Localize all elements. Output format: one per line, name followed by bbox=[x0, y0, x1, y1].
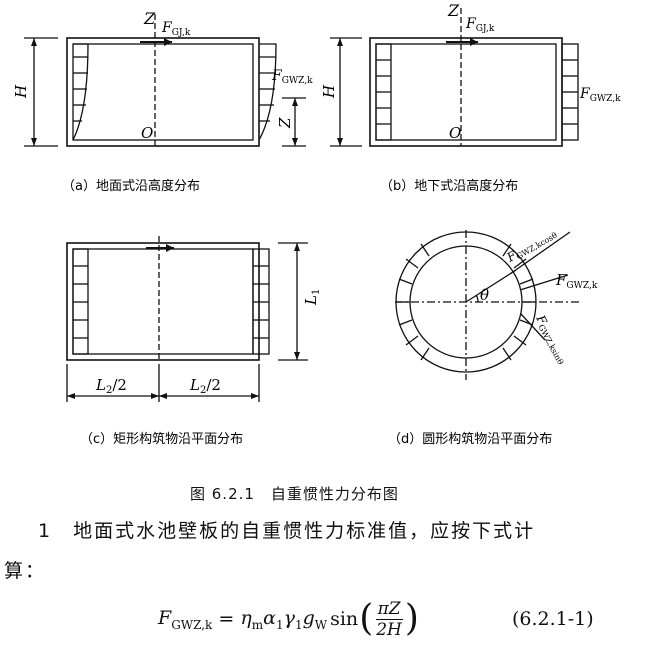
b-f-side-sub: GWZ,k bbox=[590, 94, 621, 104]
c-l2-left-label: L2/2 bbox=[95, 376, 127, 396]
c-l2-right-sub: 2 bbox=[200, 385, 206, 396]
a-f-side-letter: F bbox=[271, 68, 283, 84]
formula-numerator: πZ bbox=[375, 598, 403, 620]
formula-eta: ηm bbox=[240, 606, 264, 632]
c-l2-left-letter: L bbox=[95, 376, 106, 394]
paragraph-line-2: 算： bbox=[4, 560, 47, 582]
formula: FGWZ,k = ηm α1 γ1 gW sin ( πZ 2H ) bbox=[158, 594, 420, 644]
d-f-cos-sub: GWZ,kcosθ bbox=[515, 231, 559, 262]
b-caption: （b）地下式沿高度分布 bbox=[380, 178, 518, 194]
formula-paren-close: ) bbox=[404, 598, 419, 639]
c-l2-right-label: L2/2 bbox=[189, 376, 221, 396]
b-origin-label: O bbox=[449, 124, 461, 142]
a-f-top-sub: GJ,k bbox=[172, 28, 191, 38]
formula-number: (6.2.1-1) bbox=[512, 608, 594, 630]
b-z-label: Z bbox=[447, 1, 460, 20]
d-f-k-sub: GWZ,k bbox=[566, 281, 597, 291]
a-f-side-label: FGWZ,k bbox=[271, 68, 313, 86]
b-f-side-label: FGWZ,k bbox=[579, 86, 621, 104]
formula-eq: = bbox=[212, 608, 241, 630]
d-f-sin-sub: GWZ,ksinθ bbox=[536, 323, 565, 366]
formula-lhs: FGWZ,k bbox=[158, 606, 213, 632]
b-f-side-letter: F bbox=[579, 86, 591, 102]
a-origin-label: O bbox=[141, 124, 153, 142]
paragraph-line-1: 1 地面式水池壁板的自重惯性力标准值，应按下式计 bbox=[38, 520, 536, 542]
c-l1-label: L1 bbox=[302, 289, 322, 306]
c-l2-right-letter: L bbox=[189, 376, 200, 394]
formula-gamma: γ1 bbox=[283, 606, 303, 632]
a-z-label: Z bbox=[143, 9, 156, 28]
diagram-b bbox=[330, 8, 579, 147]
formula-fraction: πZ 2H bbox=[374, 599, 404, 640]
diagram-d bbox=[395, 230, 582, 380]
c-l2-left-suffix: /2 bbox=[112, 376, 127, 394]
b-h-label: H bbox=[320, 84, 338, 99]
formula-sin: sin bbox=[330, 608, 359, 630]
formula-denominator: 2H bbox=[376, 619, 402, 640]
c-l1-letter: L bbox=[302, 295, 320, 306]
a-h-label: H bbox=[12, 84, 30, 99]
a-z-dim-label: Z bbox=[276, 117, 294, 129]
d-theta-label: θ bbox=[480, 286, 489, 304]
d-f-k-label: FGWZ,k bbox=[555, 271, 598, 291]
b-f-top-label: FGJ,k bbox=[465, 16, 495, 34]
b-f-top-letter: F bbox=[465, 16, 477, 32]
a-f-top-letter: F bbox=[161, 20, 173, 36]
formula-lhs-sub: GWZ,k bbox=[171, 617, 213, 632]
d-f-sin-label: FGWZ,ksinθ bbox=[532, 312, 570, 366]
formula-g: gW bbox=[302, 606, 328, 632]
formula-alpha: α1 bbox=[263, 606, 284, 632]
a-f-top-label: FGJ,k bbox=[161, 20, 191, 38]
b-f-top-sub: GJ,k bbox=[476, 24, 495, 34]
c-caption: （c）矩形构筑物沿平面分布 bbox=[80, 431, 243, 447]
formula-paren-open: ( bbox=[359, 598, 374, 639]
a-caption: （a）地面式沿高度分布 bbox=[62, 178, 200, 194]
c-l1-sub: 1 bbox=[311, 289, 322, 295]
d-f-k-letter: F bbox=[555, 271, 567, 289]
c-l2-left-sub: 2 bbox=[106, 385, 112, 396]
d-caption: （d）圆形构筑物沿平面分布 bbox=[388, 431, 552, 447]
a-f-side-sub: GWZ,k bbox=[282, 76, 313, 86]
figure-title: 图 6.2.1 自重惯性力分布图 bbox=[190, 485, 399, 503]
c-l2-right-suffix: /2 bbox=[206, 376, 221, 394]
